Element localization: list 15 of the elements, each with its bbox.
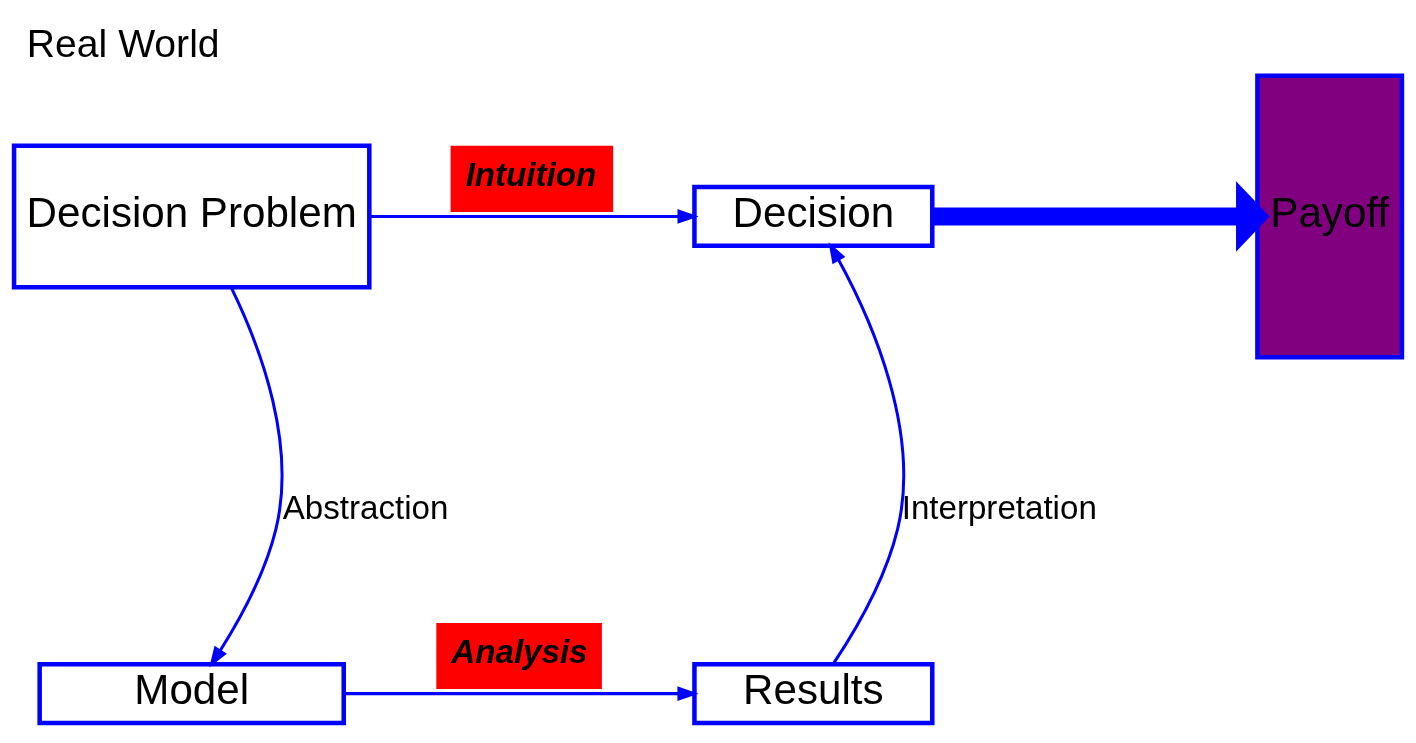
arrow	[209, 286, 284, 668]
arrow	[932, 181, 1270, 252]
node-box: Model	[37, 662, 346, 726]
node-box: Decision Problem	[11, 143, 372, 290]
node-box: Decision	[692, 184, 935, 249]
edge-label: Intuition	[465, 155, 597, 193]
arrow	[369, 209, 699, 224]
node-box: Results	[692, 662, 935, 726]
diagram-title: Real World	[26, 22, 220, 66]
arrow	[828, 242, 906, 665]
arrow	[343, 686, 699, 701]
edge-label: Analysis	[451, 632, 588, 670]
edge-label: Interpretation	[901, 489, 1097, 527]
edge-label: Abstraction	[282, 489, 449, 527]
node-box: Payoff	[1255, 73, 1405, 360]
